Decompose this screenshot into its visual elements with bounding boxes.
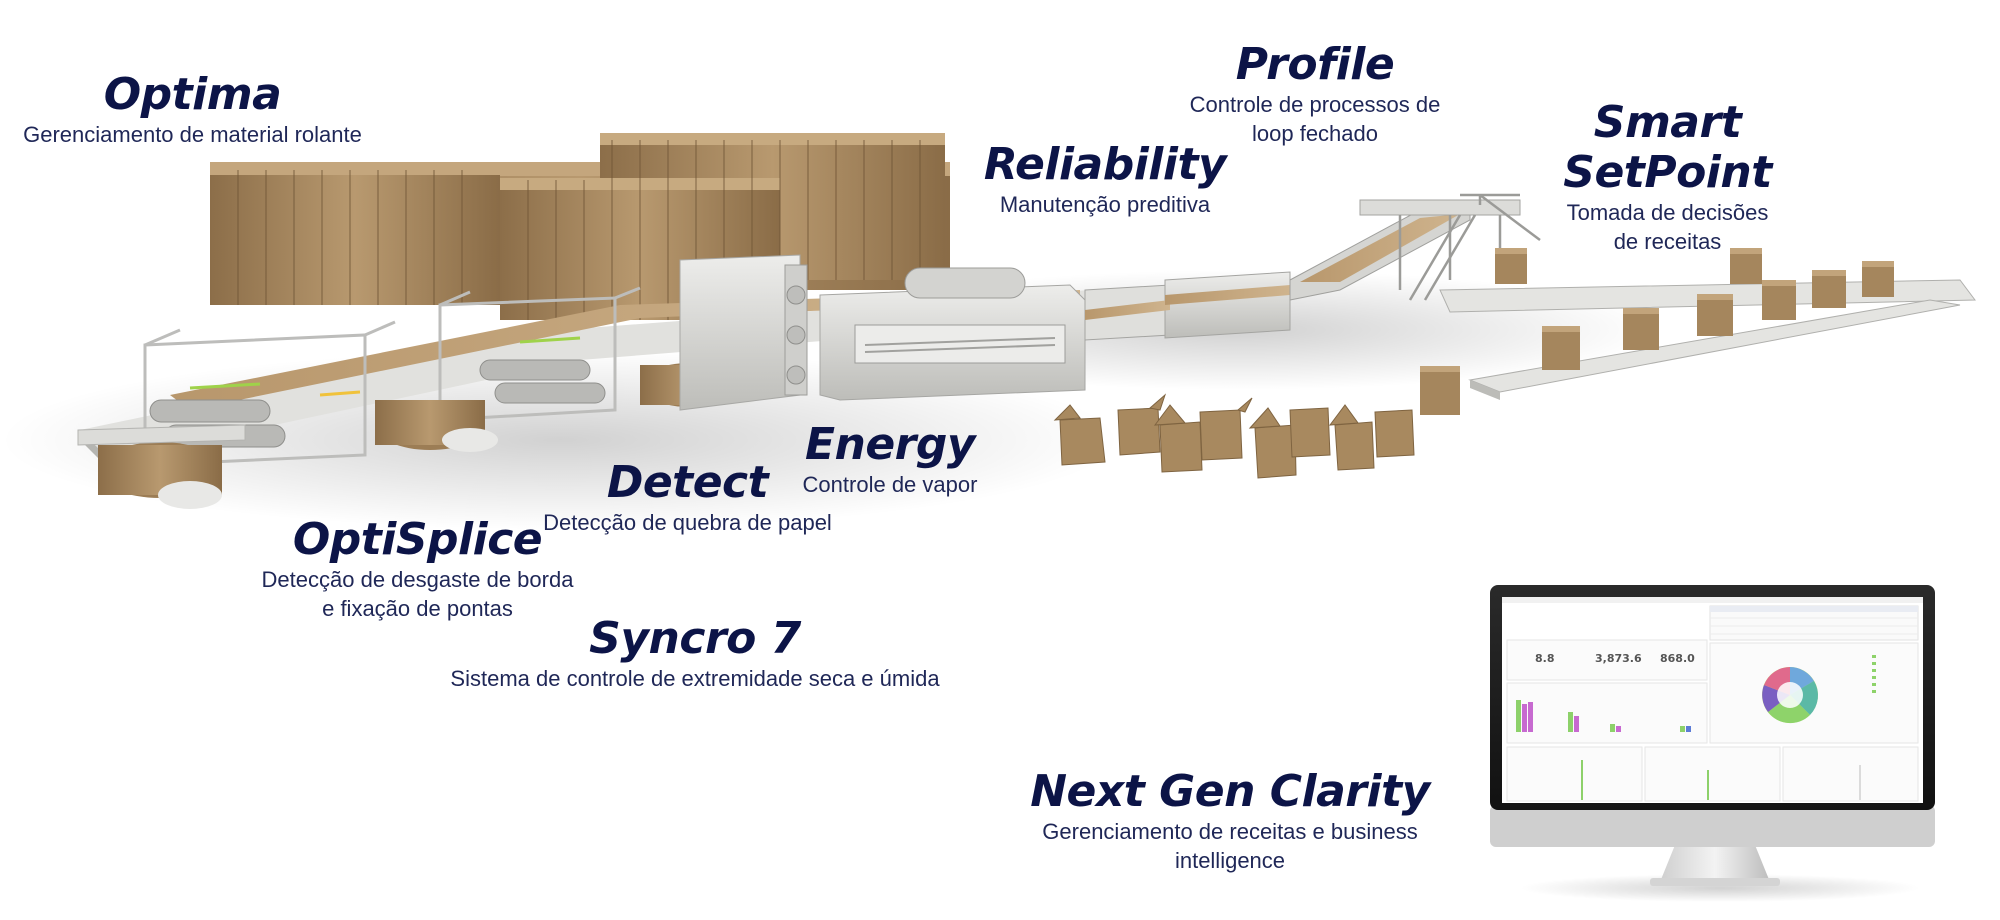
optima-title: Optima xyxy=(103,69,282,120)
cardboard-stacks xyxy=(1420,248,1894,415)
optima-description: Gerenciamento de material rolante xyxy=(23,122,362,147)
smart-setpoint-label: Smart SetPoint Tomada de decisões de rec… xyxy=(1485,98,1850,256)
profile-label: Profile Controle de processos de loop fe… xyxy=(1160,40,1470,148)
optisplice-label: OptiSplice Detecção de desgaste de borda… xyxy=(245,515,590,623)
dashboard-monitor: 8.8 3,873.6 868.0 xyxy=(1490,585,1935,902)
reliability-label: Reliability Manutenção preditiva xyxy=(970,140,1240,219)
paper-roll-stack xyxy=(210,133,950,320)
reliability-title: Reliability xyxy=(983,139,1227,190)
kpi-value-2: 3,873.6 xyxy=(1595,652,1642,665)
optima-label: Optima Gerenciamento de material rolante xyxy=(10,70,375,149)
open-boxes xyxy=(1053,393,1415,479)
profile-title: Profile xyxy=(1235,39,1395,90)
syncro7-title: Syncro 7 xyxy=(589,613,801,664)
detect-label: Detect Detecção de quebra de papel xyxy=(530,458,845,537)
next-gen-clarity-description: Gerenciamento de receitas e business int… xyxy=(1042,819,1418,873)
energy-description: Controle de vapor xyxy=(802,472,978,497)
kpi-value-1: 8.8 xyxy=(1535,652,1555,665)
detect-description: Detecção de quebra de papel xyxy=(543,510,832,535)
kpi-value-3: 868.0 xyxy=(1660,652,1695,665)
energy-title: Energy xyxy=(804,419,976,470)
syncro7-label: Syncro 7 Sistema de controle de extremid… xyxy=(440,614,950,693)
profile-description-line-1: Controle de processos de xyxy=(1189,92,1441,117)
slitter-cutoff xyxy=(1084,271,1291,341)
optisplice-description-line-2: e fixação de pontas xyxy=(322,596,513,621)
next-gen-clarity-title: Next Gen Clarity xyxy=(1030,766,1430,817)
detect-title: Detect xyxy=(606,457,769,508)
smart-setpoint-description-line-1: Tomada de decisões xyxy=(1566,200,1769,225)
double-backer-machine xyxy=(679,254,1086,411)
optisplice-title: OptiSplice xyxy=(292,514,543,565)
reliability-description: Manutenção preditiva xyxy=(999,192,1211,217)
smart-setpoint-title: Smart SetPoint xyxy=(1563,97,1772,198)
profile-description-line-2: loop fechado xyxy=(1252,121,1378,146)
optisplice-description-line-1: Detecção de desgaste de borda xyxy=(261,567,574,592)
syncro7-description: Sistema de controle de extremidade seca … xyxy=(450,666,940,691)
smart-setpoint-description-line-2: de receitas xyxy=(1613,229,1722,254)
energy-label: Energy Controle de vapor xyxy=(775,420,1005,499)
stacker-ramp xyxy=(1289,193,1541,301)
next-gen-clarity-label: Next Gen Clarity Gerenciamento de receit… xyxy=(985,767,1475,875)
